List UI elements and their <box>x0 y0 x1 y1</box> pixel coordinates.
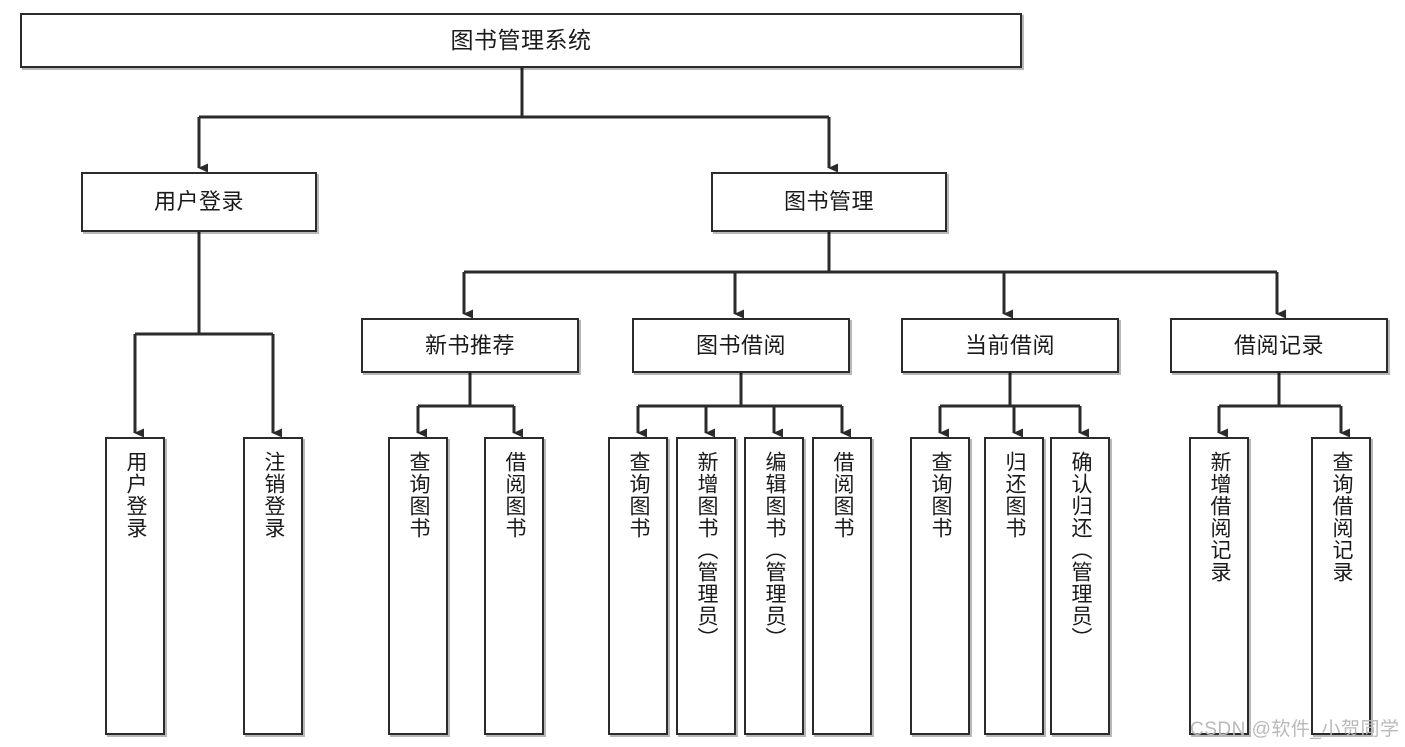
node-l4-e2[interactable]: 查询借阅记录 <box>1311 437 1371 735</box>
node-l4-d1[interactable]: 查询图书 <box>910 437 970 735</box>
node-label: 用户登录 <box>153 189 244 215</box>
node-label: 查询图书 <box>407 451 431 539</box>
csdn-watermark: CSDN @软件_小贺同学 <box>1190 719 1400 740</box>
node-label: 新书推荐 <box>424 332 515 358</box>
node-l3-newbook[interactable]: 新书推荐 <box>361 318 579 373</box>
node-label: 借阅图书 <box>831 451 855 539</box>
node-label: 查询图书 <box>627 451 651 539</box>
node-l4-a2[interactable]: 注销登录 <box>243 437 303 735</box>
node-label: 确认归还（管理员） <box>1069 451 1093 649</box>
node-l4-b1[interactable]: 查询图书 <box>388 437 448 735</box>
node-l2-manage[interactable]: 图书管理 <box>711 172 947 232</box>
node-label: 借阅图书 <box>503 451 527 539</box>
node-label: 注销登录 <box>262 451 286 539</box>
node-label: 借阅记录 <box>1233 332 1324 358</box>
node-l4-d2[interactable]: 归还图书 <box>984 437 1044 735</box>
node-label: 新增图书（管理员） <box>695 451 719 649</box>
node-label: 图书管理系统 <box>450 26 592 53</box>
node-label: 查询借阅记录 <box>1330 451 1354 583</box>
node-l4-c3[interactable]: 编辑图书（管理员） <box>744 437 804 735</box>
node-label: 新增借阅记录 <box>1208 451 1232 583</box>
node-l3-borrow[interactable]: 图书借阅 <box>632 318 850 373</box>
node-label: 编辑图书（管理员） <box>763 451 787 649</box>
node-l4-c4[interactable]: 借阅图书 <box>812 437 872 735</box>
node-l2-login[interactable]: 用户登录 <box>81 172 317 232</box>
node-l4-a1[interactable]: 用户登录 <box>105 437 165 735</box>
node-l3-record[interactable]: 借阅记录 <box>1170 318 1388 373</box>
node-l4-c1[interactable]: 查询图书 <box>608 437 668 735</box>
node-label: 图书管理 <box>783 189 874 215</box>
node-l4-d3[interactable]: 确认归还（管理员） <box>1050 437 1110 735</box>
node-label: 当前借阅 <box>964 332 1055 358</box>
node-l4-c2[interactable]: 新增图书（管理员） <box>676 437 736 735</box>
node-l4-e1[interactable]: 新增借阅记录 <box>1189 437 1249 735</box>
node-l3-current[interactable]: 当前借阅 <box>901 318 1119 373</box>
node-label: 查询图书 <box>929 451 953 539</box>
node-label: 图书借阅 <box>695 332 786 358</box>
node-label: 归还图书 <box>1003 451 1027 539</box>
node-label: 用户登录 <box>124 451 148 539</box>
node-l4-b2[interactable]: 借阅图书 <box>484 437 544 735</box>
node-root[interactable]: 图书管理系统 <box>20 13 1022 68</box>
